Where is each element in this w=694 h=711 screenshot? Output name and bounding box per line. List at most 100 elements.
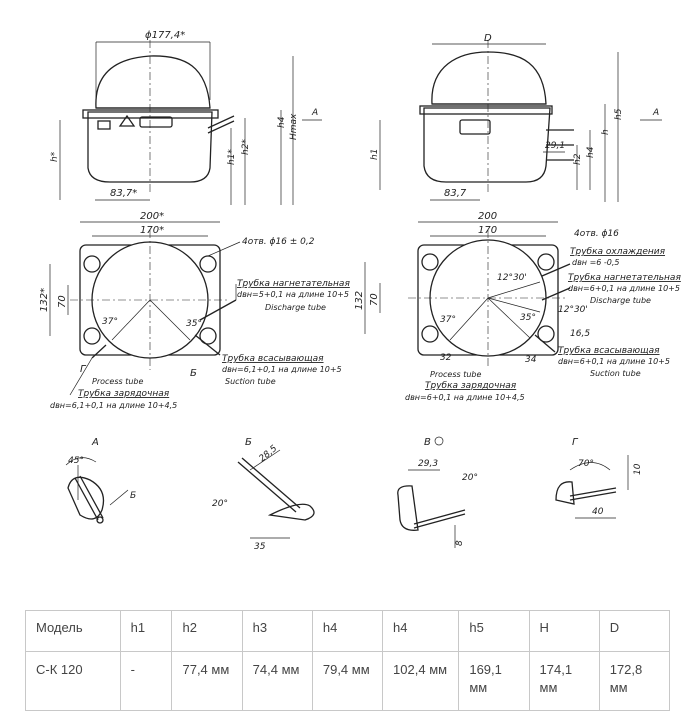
detail-v-293: 29,3 [418, 459, 438, 469]
cell-h4: 79,4 мм [311, 651, 384, 711]
dim-32: 32 [440, 353, 452, 363]
process-en-left: Process tube [92, 377, 143, 386]
detail-a: A 45° Б [65, 437, 136, 524]
suction-dim-left: dвн=6,1+0,1 на длине 10+5 [222, 365, 342, 374]
header-h1: h1 [119, 610, 173, 652]
detail-v-20: 20° [462, 473, 478, 483]
side-view-right: D h5 h h4 h2 29,1 h1 83,7 A [370, 33, 662, 202]
dim-hmax: Hmax [289, 113, 299, 140]
suction-dim-right: dвн=6+0,1 на длине 10+5 [558, 357, 670, 366]
cooling-dim: dвн =6 -0,5 [572, 258, 620, 267]
cell-model: С-К 120 [25, 651, 121, 711]
angle-35-left: 35° [186, 319, 202, 329]
detail-g-title: Г [572, 437, 579, 448]
detail-b-35: 35 [254, 542, 266, 552]
dim-d: D [484, 33, 492, 44]
header-h4: h4 [311, 610, 384, 652]
detail-g: Г 70° 10 40 [555, 437, 643, 519]
suction-en-right: Suction tube [590, 369, 641, 378]
dim-170-left: 170* [140, 225, 164, 236]
spec-table: Модель h1 h2 h3 h4 h4 h5 H D С-К 120 - 7… [25, 610, 671, 711]
detail-g-70: 70° [578, 459, 594, 469]
plan-view-left: 200* 170* 132* 70 4отв. ϕ16 ± 0,2 Трубка… [39, 211, 350, 410]
dim-16-5: 16,5 [570, 329, 590, 339]
process-ru-left: Трубка зарядочная [78, 389, 170, 399]
dim-diameter-177: ϕ177,4* [145, 30, 185, 41]
dim-h5-right: h5 [614, 108, 624, 120]
dim-200-right: 200 [478, 211, 497, 222]
suction-en-left: Suction tube [225, 377, 276, 386]
angle-37-right: 37° [440, 315, 456, 325]
technical-drawing: ϕ177,4* Hmax h4 h2* h1* h* 83,7* A D h5 … [39, 30, 681, 552]
dim-29-right: 29,1 [545, 141, 565, 151]
cell-H: 174,1 мм [528, 651, 600, 711]
arrow-a-left: A [311, 108, 318, 118]
dim-h-right: h [601, 129, 611, 135]
header-model: Модель [25, 610, 121, 652]
holes-right: 4отв. ϕ16 [574, 229, 619, 239]
detail-a-b: Б [130, 491, 136, 501]
header-h2: h2 [171, 610, 243, 652]
suction-ru-left: Трубка всасывающая [222, 354, 324, 364]
discharge-ru-left: Трубка нагнетательная [237, 279, 350, 289]
detail-b: Б 28,5 20° 35 [212, 437, 315, 552]
dim-83-left: 83,7* [110, 188, 137, 199]
detail-v-title: В [424, 437, 431, 448]
header-H: H [528, 610, 600, 652]
detail-a-title: A [91, 437, 99, 448]
cell-h5: 169,1 мм [458, 651, 530, 711]
side-view-left: ϕ177,4* Hmax h4 h2* h1* h* 83,7* A [50, 30, 322, 205]
angle-37-left: 37° [102, 317, 118, 327]
angle-35-right: 35° [520, 313, 536, 323]
cell-h3: 74,4 мм [241, 651, 313, 711]
dim-h1-left: h1* [227, 149, 237, 165]
table-row: С-К 120 - 77,4 мм 74,4 мм 79,4 мм 102,4 … [25, 651, 671, 711]
discharge-en-right: Discharge tube [590, 296, 651, 305]
detail-b-285: 28,5 [258, 444, 280, 465]
detail-b-20: 20° [212, 499, 228, 509]
dim-h1-right: h1 [370, 149, 380, 160]
header-h3: h3 [241, 610, 313, 652]
holes-left: 4отв. ϕ16 ± 0,2 [242, 237, 315, 247]
dim-132-left: 132* [39, 288, 50, 312]
cell-h2: 77,4 мм [171, 651, 243, 711]
discharge-ru-right: Трубка нагнетательная [568, 273, 681, 283]
dim-34: 34 [525, 355, 537, 365]
angle-1230-a: 12°30' [497, 273, 527, 283]
angle-1230-b: 12°30' [558, 305, 588, 315]
cell-D: 172,8 мм [598, 651, 671, 711]
arrow-a-right: A [652, 108, 659, 118]
detail-a-angle: 45° [68, 456, 84, 466]
dim-132-right: 132 [354, 291, 365, 310]
dim-h2-right: h2 [573, 153, 583, 165]
detail-b-title: Б [245, 437, 252, 448]
mark-g-left: Г [80, 364, 87, 375]
header-D: D [598, 610, 671, 652]
mark-b-left: Б [190, 368, 197, 379]
header-h5: h5 [458, 610, 530, 652]
cell-h1: - [119, 651, 173, 711]
dim-200-left: 200* [140, 211, 164, 222]
dim-83-right: 83,7 [444, 188, 467, 199]
process-en-right: Process tube [430, 370, 481, 379]
dim-70-left: 70 [57, 295, 68, 308]
dim-h4-right: h4 [586, 146, 596, 158]
discharge-dim-left: dвн=5+0,1 на длине 10+5 [237, 290, 349, 299]
process-dim-left: dвн=6,1+0,1 на длине 10+4,5 [50, 401, 177, 410]
discharge-en-left: Discharge tube [265, 303, 326, 312]
detail-g-40: 40 [592, 507, 604, 517]
discharge-dim-right: dвн=6+0,1 на длине 10+5 [568, 284, 680, 293]
process-dim-right: dвн=6+0,1 на длине 10+4,5 [405, 393, 525, 402]
dim-h4-left: h4 [277, 116, 287, 128]
header-h4-b: h4 [382, 610, 460, 652]
detail-v-8: 8 [455, 540, 465, 546]
cooling-ru: Трубка охлаждения [570, 247, 666, 257]
detail-g-10: 10 [633, 463, 643, 475]
cell-h4-b: 102,4 мм [382, 651, 460, 711]
dim-h-left: h* [50, 151, 60, 162]
suction-ru-right: Трубка всасывающая [558, 346, 660, 356]
detail-v: В 29,3 20° 8 [397, 436, 478, 548]
process-ru-right: Трубка зарядочная [425, 381, 517, 391]
plan-view-right: 200 170 132 70 4отв. ϕ16 Трубка охлажден… [354, 211, 681, 402]
table-header-row: Модель h1 h2 h3 h4 h4 h5 H D [25, 610, 671, 652]
